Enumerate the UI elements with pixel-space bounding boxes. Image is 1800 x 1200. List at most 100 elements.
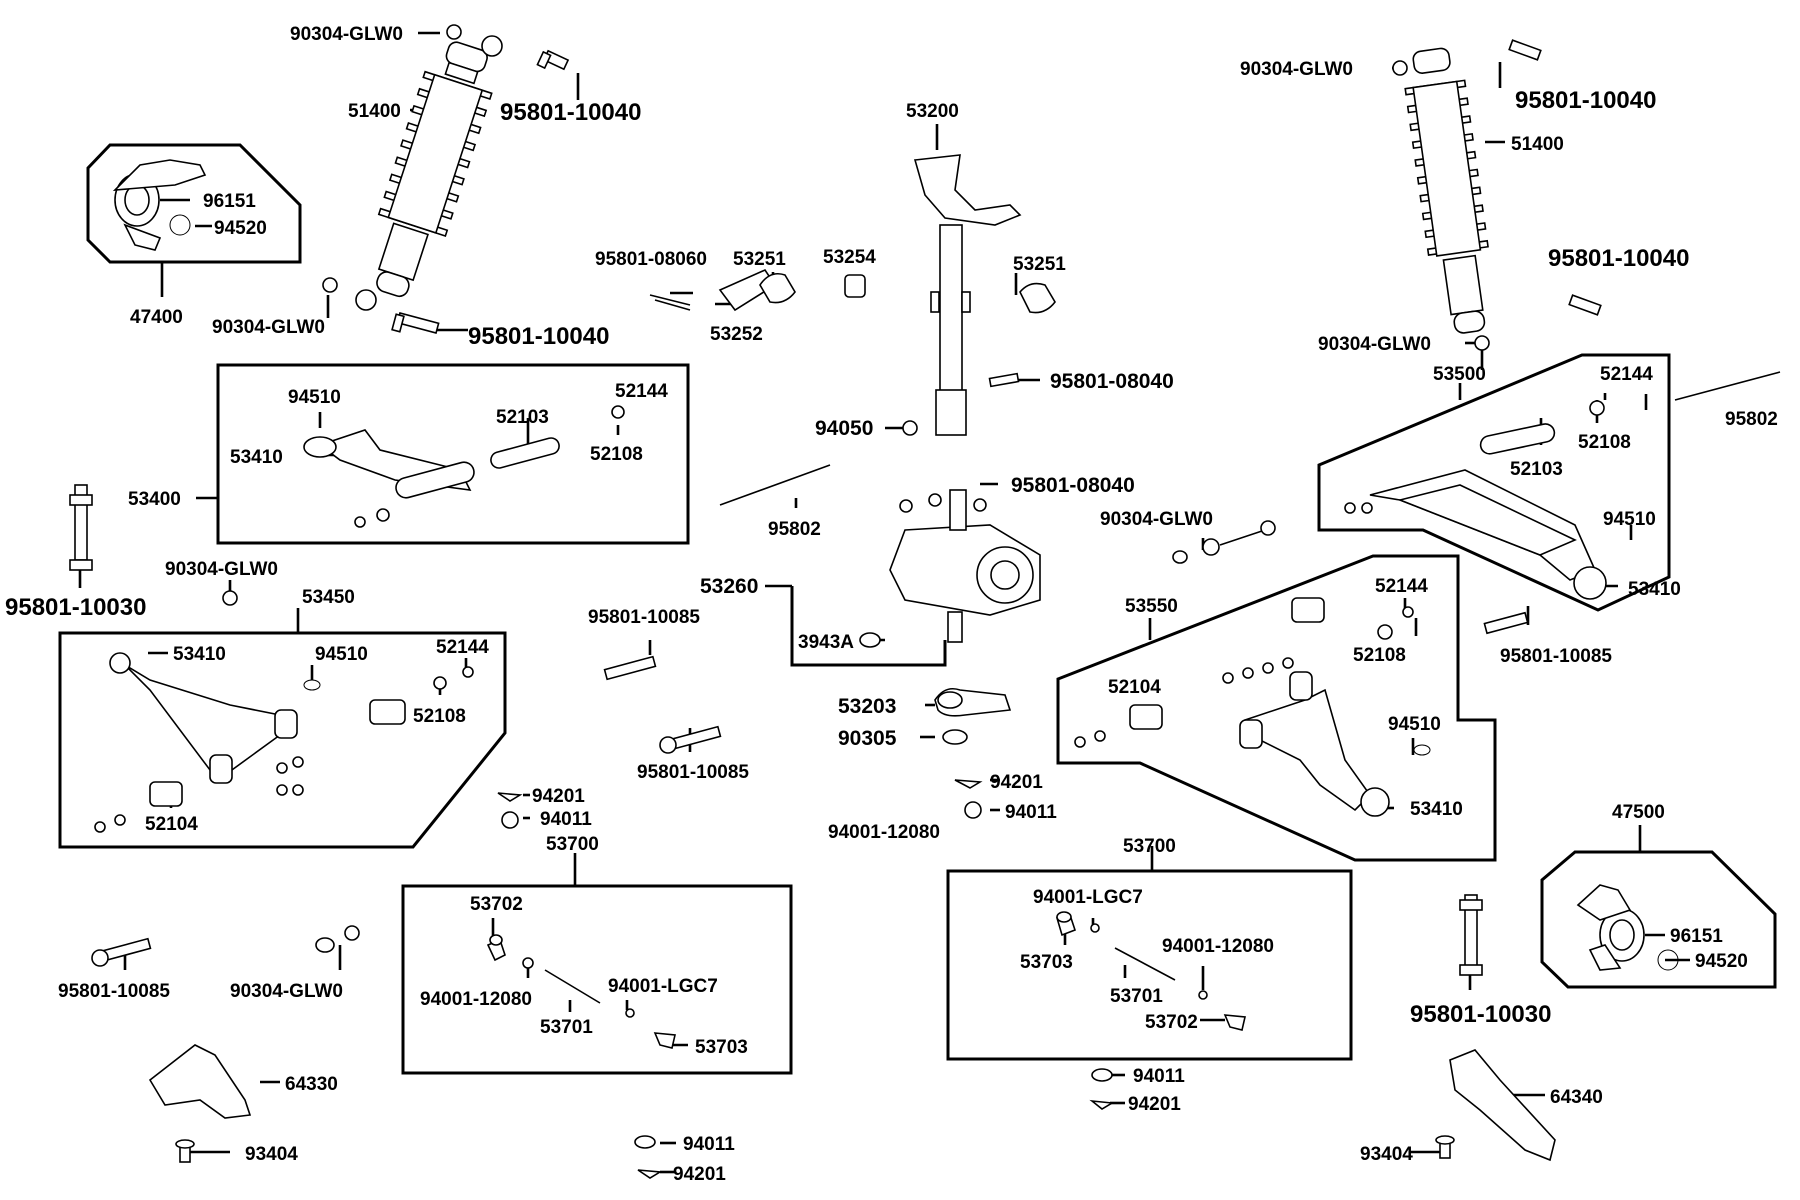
- label-53410-b: 53410: [173, 644, 226, 665]
- label-95801-08040-a: 95801-08040: [1050, 370, 1174, 393]
- label-90304-glw0-g: 90304-GLW0: [230, 981, 343, 1002]
- label-95801-08040-b: 95801-08040: [1011, 474, 1135, 497]
- differential-53260: [859, 489, 1041, 648]
- nut-90304-glw0-c: [1392, 60, 1408, 76]
- nut-90304-glw0-e: [222, 590, 238, 606]
- pin-94201-b: [497, 792, 523, 802]
- screw-93404-a: [175, 1139, 195, 1163]
- arm-53400: [303, 405, 625, 528]
- label-52144-a: 52144: [615, 381, 668, 402]
- label-64330: 64330: [285, 1074, 338, 1095]
- washer-90304-glw0-g: [315, 925, 360, 953]
- box-53700-right: [946, 869, 1353, 1061]
- label-95801-10040-d: 95801-10040: [1548, 245, 1689, 272]
- label-94011-a: 94011: [1005, 802, 1057, 823]
- knuckle-47400: [112, 159, 207, 251]
- box-53500: [1317, 353, 1671, 612]
- guard-64340: [1449, 1049, 1556, 1162]
- bushing-53254: [844, 274, 866, 298]
- label-53203: 53203: [838, 695, 896, 718]
- linkage-90304-glw0-f: [1172, 520, 1276, 564]
- guard-64330: [148, 1044, 252, 1119]
- label-53700-b: 53700: [1123, 836, 1176, 857]
- label-53252: 53252: [710, 324, 763, 345]
- bracket-53203: [934, 687, 1012, 717]
- screw-93404-b: [1435, 1135, 1455, 1159]
- label-94050: 94050: [815, 417, 873, 440]
- label-52108-c: 52108: [1578, 432, 1631, 453]
- nut-94050: [902, 420, 918, 436]
- label-53410-a: 53410: [230, 447, 283, 468]
- nut-94011-d: [1091, 1068, 1113, 1082]
- nut-90304-glw0-a: [446, 24, 462, 40]
- label-94201-c: 94201: [673, 1164, 726, 1185]
- arm-53500: [1344, 400, 1607, 600]
- label-94510-b: 94510: [315, 644, 368, 665]
- label-94201-d: 94201: [1128, 1094, 1181, 1115]
- label-93404-b: 93404: [1360, 1144, 1413, 1165]
- pin-94201-c: [637, 1169, 663, 1179]
- shock-absorber-left: [355, 35, 503, 311]
- label-90305: 90305: [838, 727, 897, 750]
- label-53701-b: 53701: [1110, 986, 1163, 1007]
- label-94201-b: 94201: [532, 786, 585, 807]
- label-53702-b: 53702: [1145, 1012, 1198, 1033]
- bolt-95801-10030-b: [1459, 894, 1483, 976]
- label-53410-d: 53410: [1410, 799, 1463, 820]
- label-52108-b: 52108: [413, 706, 466, 727]
- label-53410-c: 53410: [1628, 579, 1681, 600]
- label-90304-glw0-b: 90304-GLW0: [212, 317, 325, 338]
- label-90304-glw0-f: 90304-GLW0: [1100, 509, 1213, 530]
- label-94011-c: 94011: [683, 1134, 735, 1155]
- label-3943a: 3943A: [798, 632, 854, 653]
- label-52104-b: 52104: [1108, 677, 1161, 698]
- label-53254: 53254: [823, 247, 876, 268]
- bolt-95801-10040-c: [1508, 39, 1542, 61]
- label-95801-10040-b: 95801-10040: [468, 323, 609, 350]
- label-90304-glw0-e: 90304-GLW0: [165, 559, 278, 580]
- shock-absorber-right: [1404, 47, 1489, 334]
- label-47500: 47500: [1612, 802, 1665, 823]
- label-93404-a: 93404: [245, 1144, 298, 1165]
- nut-90304-glw0-d: [1474, 335, 1490, 351]
- label-53701-a: 53701: [540, 1017, 593, 1038]
- label-95801-10030-a: 95801-10030: [5, 594, 146, 621]
- label-94510-c: 94510: [1603, 509, 1656, 530]
- box-47400: [86, 143, 302, 264]
- label-52103-a: 52103: [496, 407, 549, 428]
- nut-94011-a: [964, 801, 982, 819]
- bolt-95801-08060: [649, 294, 691, 311]
- bolt-95802-a: [719, 464, 831, 506]
- label-90304-glw0-d: 90304-GLW0: [1318, 334, 1431, 355]
- bolt-95801-10085-d: [91, 937, 152, 967]
- nut-94011-c: [634, 1135, 656, 1149]
- steering-column-53200: [913, 154, 1022, 436]
- label-53700-a: 53700: [546, 834, 599, 855]
- label-47400: 47400: [130, 307, 183, 328]
- bolt-95801-10040-a: [536, 49, 570, 71]
- bolt-95801-10040-d: [1568, 294, 1602, 316]
- label-53703-b: 53703: [1020, 952, 1073, 973]
- label-96151-a: 96151: [203, 191, 256, 212]
- box-53700-left: [401, 884, 793, 1075]
- nut-90304-glw0-b: [322, 277, 338, 293]
- knuckle-47500: [1576, 884, 1679, 971]
- label-96151-b: 96151: [1670, 926, 1723, 947]
- part-labels: 90304-GLW0 95801-10040 51400 96151 94520…: [5, 24, 1778, 1185]
- label-52104-a: 52104: [145, 814, 198, 835]
- box-53400: [216, 363, 690, 545]
- nut-90305: [942, 729, 968, 745]
- label-53703-a: 53703: [695, 1037, 748, 1058]
- label-94520-b: 94520: [1695, 951, 1748, 972]
- label-95801-10085-d: 95801-10085: [58, 981, 170, 1002]
- pin-94201-d: [1089, 1099, 1115, 1110]
- label-95801-10085-b: 95801-10085: [637, 762, 749, 783]
- label-95801-10040-a: 95801-10040: [500, 99, 641, 126]
- label-95801-10040-c: 95801-10040: [1515, 87, 1656, 114]
- tie-rod-left: [486, 934, 676, 1049]
- box-53450: [58, 631, 507, 849]
- label-94201-a: 94201: [990, 772, 1043, 793]
- label-53251-b: 53251: [1013, 254, 1066, 275]
- bolt-95801-10085-a: [603, 655, 657, 681]
